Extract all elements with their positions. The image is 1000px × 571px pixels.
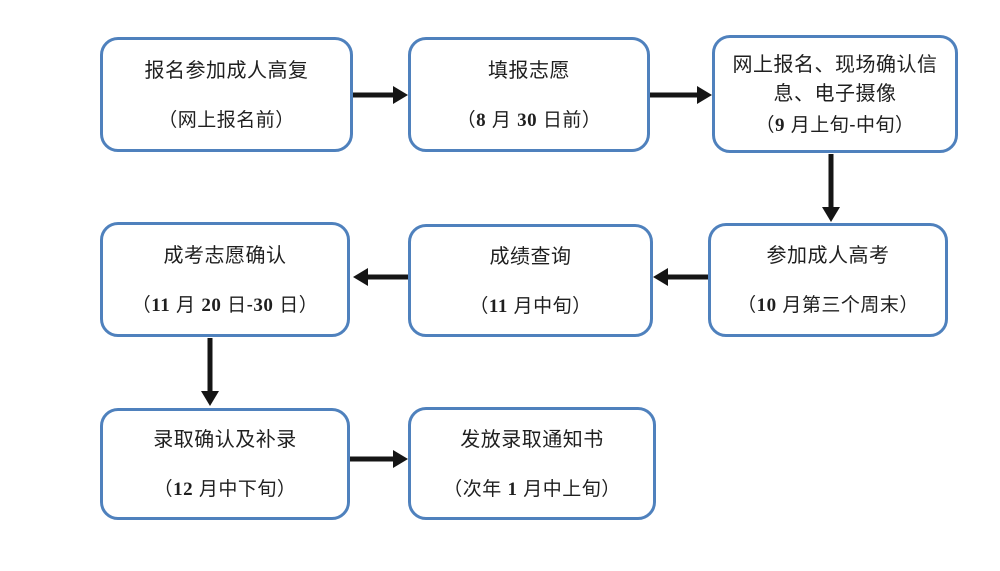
node-title: 填报志愿 [488,59,570,82]
flow-node-preference-confirm: 成考志愿确认 （11 月 20 日-30 日） [100,222,350,337]
flow-node-admission-notice: 发放录取通知书 （次年 1 月中上旬） [408,407,656,520]
node-title: 参加成人高考 [766,245,890,268]
flow-node-take-exam: 参加成人高考 （10 月第三个周末） [708,223,948,337]
flow-node-online-registration: 网上报名、现场确认信息、电子摄像 （9 月上旬-中旬） [712,35,958,153]
flow-node-register-prep: 报名参加成人高复 （网上报名前） [100,37,353,152]
flow-node-admission-confirm: 录取确认及补录 （12 月中下旬） [100,408,350,520]
node-date: （9 月上旬-中旬） [755,114,915,136]
node-date: （10 月第三个周末） [737,295,919,317]
arrow-exam-to-score [653,267,708,287]
node-date: （12 月中下旬） [153,479,297,501]
flow-node-score-inquiry: 成绩查询 （11 月中旬） [408,224,653,337]
node-title: 成绩查询 [489,245,572,268]
node-title: 网上报名、现场确认信息、电子摄像 [732,53,938,105]
node-date: （11 月中旬） [469,295,592,317]
node-date: （次年 1 月中上旬） [443,478,621,500]
flow-node-fill-preferences: 填报志愿 （8 月 30 日前） [408,37,650,152]
node-date: （11 月 20 日-30 日） [131,294,319,316]
arrow-admission-to-notice [350,449,408,469]
node-date: （网上报名前） [158,109,295,131]
arrow-score-to-confirm [353,267,408,287]
node-title: 录取确认及补录 [153,429,297,452]
node-title: 成考志愿确认 [163,244,287,267]
arrow-confirm-to-admission [200,338,220,406]
node-title: 报名参加成人高复 [144,59,309,82]
arrow-preferences-to-registration [650,85,712,105]
node-date: （8 月 30 日前） [456,109,602,131]
node-title: 发放录取通知书 [460,428,604,451]
arrow-registration-to-exam [821,154,841,222]
arrow-register-to-preferences [353,85,408,105]
